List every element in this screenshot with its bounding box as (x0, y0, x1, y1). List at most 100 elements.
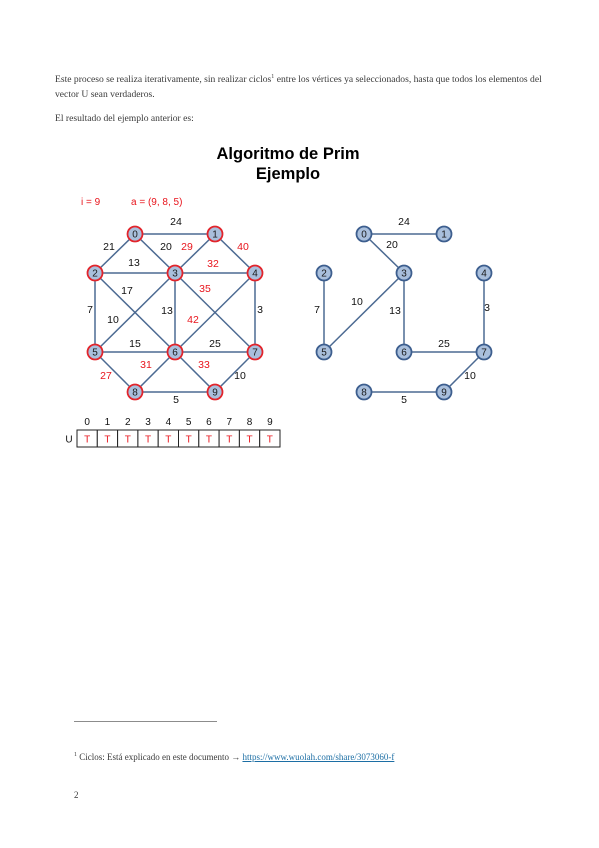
right-node-label-8: 8 (361, 388, 367, 399)
right-node-4 (475, 264, 493, 282)
left-edge-6-9 (174, 351, 216, 393)
footnote-mark: 1 (74, 752, 77, 758)
right-weight-4-7: 3 (484, 302, 490, 314)
left-weight-5-8: 27 (100, 370, 112, 382)
left-weight-6-9: 33 (198, 359, 210, 371)
left-node-2 (86, 264, 104, 282)
right-node-label-4: 4 (481, 269, 487, 280)
right-edge-7-9 (443, 351, 485, 393)
vector-index-9: 9 (267, 417, 273, 428)
left-weight-0-3: 20 (160, 241, 172, 253)
footnote-text: Ciclos: Está explicado en este documento… (77, 752, 243, 762)
footnote-ref[interactable]: 1 (271, 73, 275, 80)
left-weight-6-7: 25 (209, 338, 221, 350)
left-edge-0-2 (94, 233, 136, 274)
left-node-label-8: 8 (132, 388, 138, 399)
vector-index-5: 5 (186, 417, 192, 428)
left-node-6 (166, 343, 184, 361)
right-node-8 (355, 383, 373, 401)
right-node-label-3: 3 (401, 269, 407, 280)
vector-value-2: T (125, 435, 131, 446)
footnote-separator (74, 721, 217, 722)
right-node-5 (315, 343, 333, 361)
left-node-label-0: 0 (132, 230, 138, 241)
left-weight-3-5: 10 (107, 314, 119, 326)
right-weight-7-9: 10 (464, 370, 476, 382)
left-weight-8-9: 5 (173, 394, 179, 406)
left-weight-3-4: 32 (207, 258, 219, 270)
vector-value-4: T (165, 435, 171, 446)
left-weight-0-1: 24 (170, 216, 182, 228)
left-weight-1-3: 29 (181, 241, 193, 253)
right-node-7 (475, 343, 493, 361)
right-node-label-7: 7 (481, 348, 487, 359)
left-weight-4-7: 3 (257, 304, 263, 316)
vector-index-7: 7 (226, 417, 232, 428)
right-node-label-1: 1 (441, 230, 447, 241)
right-node-label-6: 6 (401, 348, 407, 359)
left-edge-5-8 (94, 351, 136, 393)
right-node-9 (435, 383, 453, 401)
info-i: i = 9 (81, 197, 101, 208)
left-node-0 (126, 225, 144, 243)
left-node-1 (206, 225, 224, 243)
page-number: 2 (74, 790, 79, 800)
right-node-1 (435, 225, 453, 243)
left-node-label-7: 7 (252, 348, 258, 359)
vector-value-3: T (145, 435, 151, 446)
right-node-label-2: 2 (321, 269, 327, 280)
vector-index-6: 6 (206, 417, 212, 428)
left-weight-2-3: 13 (128, 257, 140, 269)
vector-value-8: T (246, 435, 252, 446)
left-edge-3-5 (94, 272, 176, 353)
right-node-label-0: 0 (361, 230, 367, 241)
vector-value-0: T (84, 435, 90, 446)
info-a: a = (9, 8, 5) (131, 197, 182, 208)
left-graph-edges (94, 233, 256, 393)
left-node-9 (206, 383, 224, 401)
left-weight-5-6: 15 (129, 338, 141, 350)
left-edge-7-9 (214, 351, 256, 393)
left-weight-1-4: 40 (237, 241, 249, 253)
paragraph-intro: Este proceso se realiza iterativamente, … (55, 73, 542, 100)
figure-title-line1: Algoritmo de Prim (216, 145, 359, 163)
right-edge-3-5 (323, 272, 405, 353)
left-weight-0-2: 21 (103, 241, 115, 253)
vector-value-5: T (186, 435, 192, 446)
vector-index-1: 1 (105, 417, 111, 428)
left-node-5 (86, 343, 104, 361)
left-node-label-6: 6 (172, 348, 178, 359)
right-node-6 (395, 343, 413, 361)
vector-cell-9 (259, 429, 281, 448)
left-node-label-1: 1 (212, 230, 218, 241)
left-edge-0-3 (134, 233, 176, 274)
right-edge-0-3 (363, 233, 405, 274)
left-node-4 (246, 264, 264, 282)
vector-index-4: 4 (166, 417, 172, 428)
left-edge-6-8 (134, 351, 176, 393)
left-node-label-4: 4 (252, 269, 258, 280)
vector-label: U (65, 435, 72, 446)
left-node-label-3: 3 (172, 269, 178, 280)
vector-index-8: 8 (247, 417, 253, 428)
paragraph-result: El resultado del ejemplo anterior es: (55, 113, 194, 124)
vector-value-6: T (206, 435, 212, 446)
left-weight-6-8: 31 (140, 359, 152, 371)
right-weight-2-5: 7 (314, 304, 320, 316)
left-node-label-2: 2 (92, 269, 98, 280)
prim-figure: Algoritmo de Prim Ejemplo i = 9 a = (9, … (65, 145, 493, 448)
left-edge-1-3 (174, 233, 216, 274)
left-node-7 (246, 343, 264, 361)
vector-index-3: 3 (145, 417, 151, 428)
right-node-3 (395, 264, 413, 282)
right-node-0 (355, 225, 373, 243)
footnote-link[interactable]: https://www.wuolah.com/share/3073060-f (242, 752, 395, 762)
left-edge-1-4 (214, 233, 256, 274)
left-weight-3-6: 13 (161, 305, 173, 317)
right-weight-3-6: 13 (389, 305, 401, 317)
left-weight-7-9: 10 (234, 370, 246, 382)
